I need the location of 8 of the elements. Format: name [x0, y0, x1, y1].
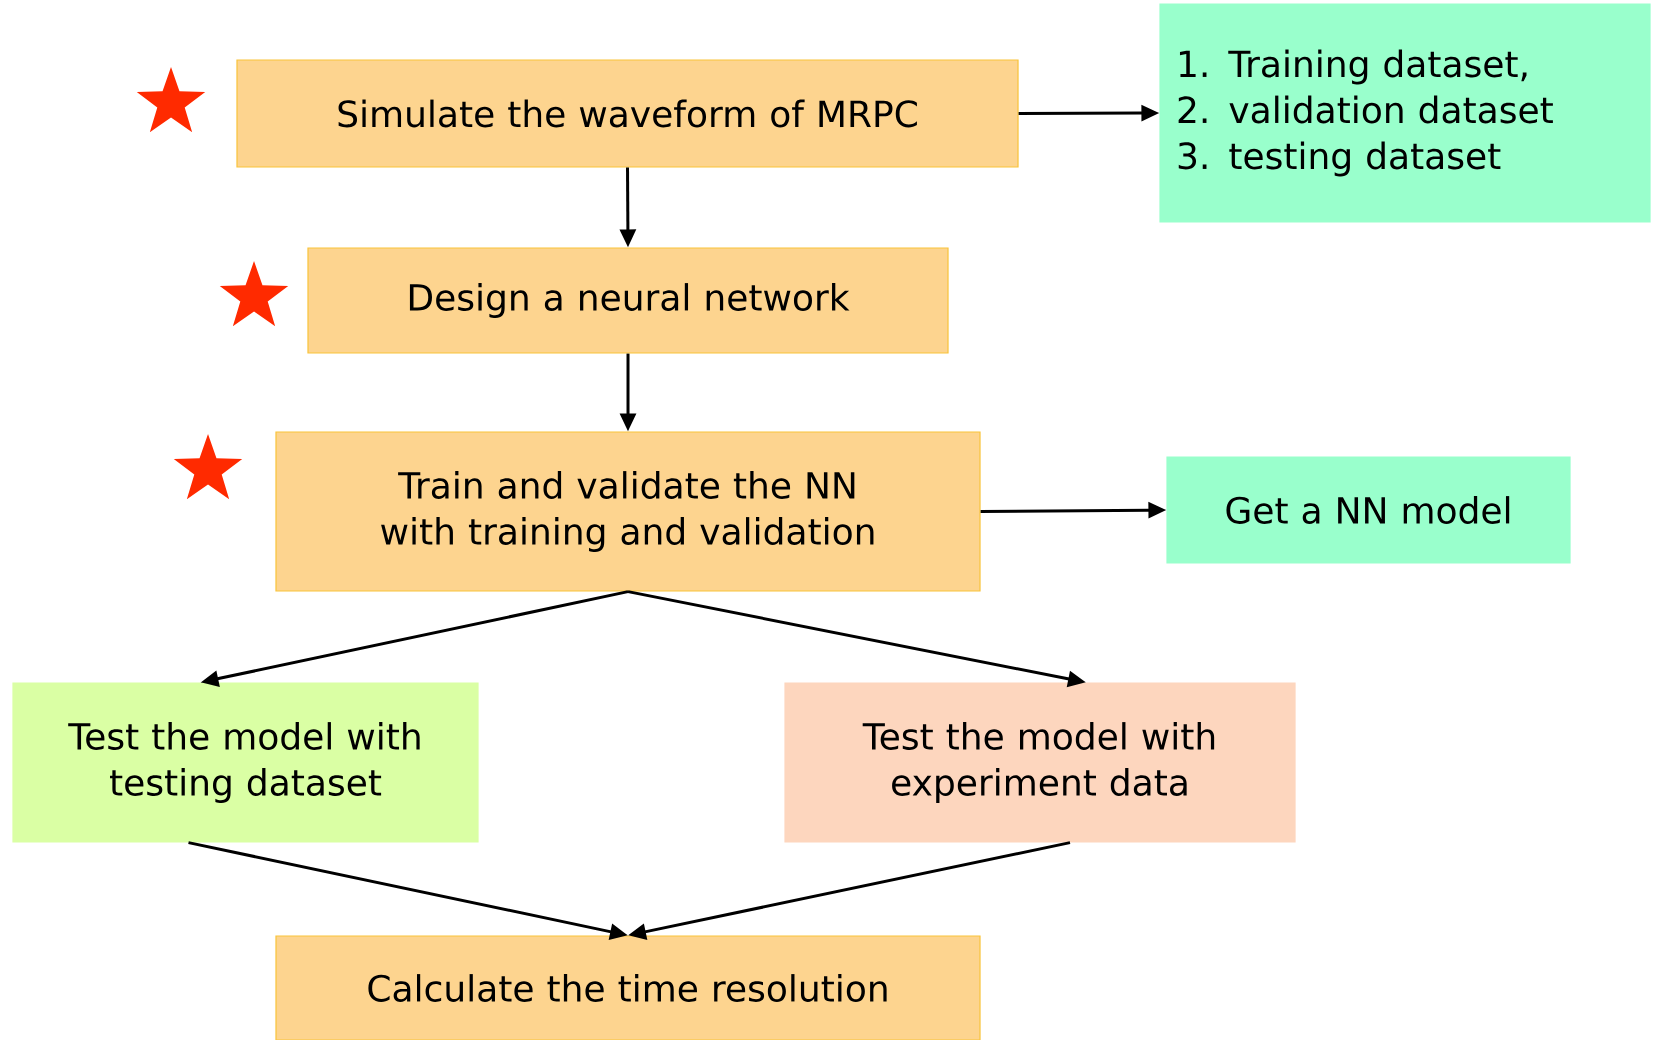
- result-box: Get a NN model: [1166, 456, 1571, 564]
- test-box: Test the model with testing dataset: [12, 682, 479, 843]
- process-box: Design a neural network: [307, 247, 949, 354]
- process-box: Calculate the time resolution: [275, 935, 981, 1040]
- process-box: Simulate the waveform of MRPC: [236, 59, 1019, 168]
- process-box: Train and validate the NN with training and validation: [275, 431, 981, 592]
- test-box: Test the model with experiment data: [784, 682, 1296, 843]
- result-box: 1. Training dataset, 2. validation dataset 3. testing dataset: [1159, 3, 1651, 223]
